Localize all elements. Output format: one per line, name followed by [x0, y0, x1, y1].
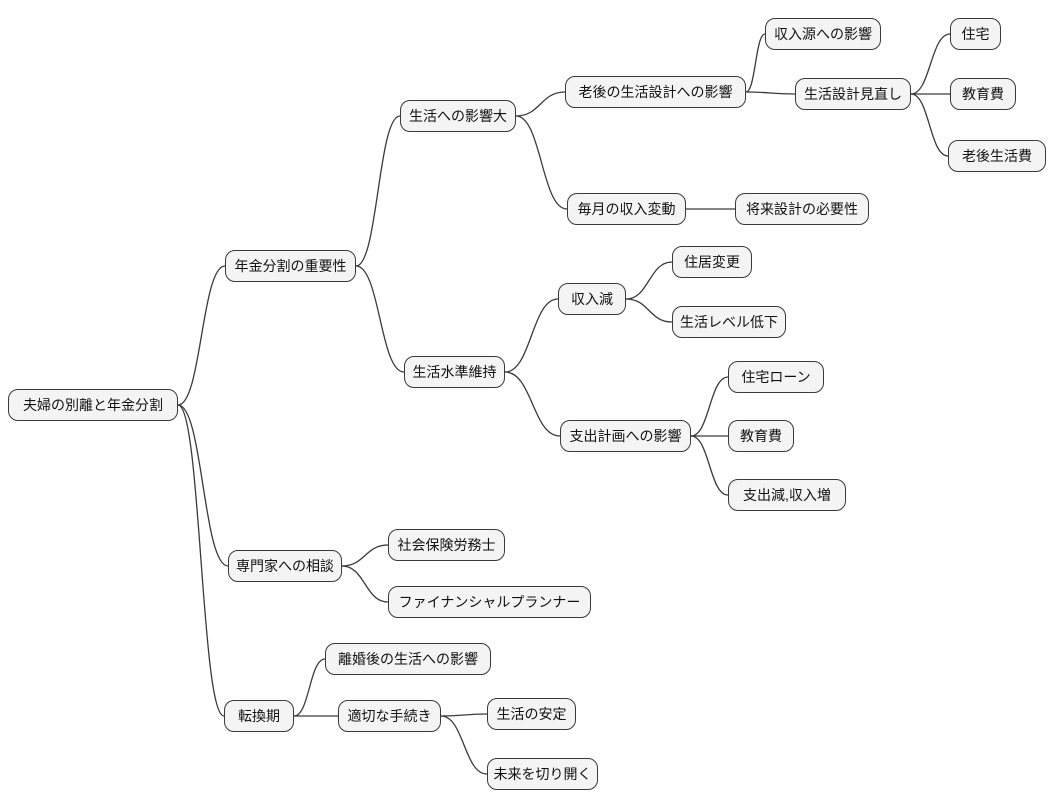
node-housing: 住宅	[950, 18, 1001, 50]
node-proper-procedure: 適切な手続き	[338, 700, 441, 732]
edge-turning-point--post-divorce-impact	[293, 658, 326, 717]
node-spending-plan-impact: 支出計画への影響	[560, 420, 691, 452]
node-stable-life: 生活の安定	[487, 698, 576, 730]
node-expert-consult: 専門家への相談	[228, 550, 342, 582]
node-life-impact: 生活への影響大	[400, 100, 516, 132]
edge-root--pension-importance	[177, 265, 226, 406]
edge-spending-plan-impact--spending-down-income-up	[690, 435, 729, 496]
node-housing-loan: 住宅ローン	[728, 361, 824, 393]
node-post-divorce-impact: 離婚後の生活への影響	[325, 643, 491, 675]
node-education-cost-2: 教育費	[728, 420, 794, 452]
edge-living-standard--income-decrease	[504, 298, 559, 373]
node-monthly-income-change: 毎月の収入変動	[567, 193, 686, 225]
node-pension-importance: 年金分割の重要性	[225, 250, 356, 282]
node-labor-consultant: 社会保険労務士	[388, 529, 505, 561]
node-future-plan-necessity: 将来設計の必要性	[735, 193, 869, 225]
edge-expert-consult--labor-consultant	[341, 544, 389, 567]
edge-spending-plan-impact--housing-loan	[690, 376, 729, 437]
edge-expert-consult--financial-planner	[341, 565, 389, 603]
node-open-future: 未来を切り開く	[487, 758, 598, 790]
node-income-source-impact: 収入源への影響	[765, 18, 881, 50]
edge-income-decrease--housing-change	[625, 261, 673, 300]
node-retirement-living-cost: 老後生活費	[948, 140, 1046, 172]
node-life-plan-review: 生活設計見直し	[795, 78, 911, 110]
edge-root--expert-consult	[177, 404, 229, 567]
node-retirement-plan-impact: 老後の生活設計への影響	[565, 76, 746, 108]
edge-retirement-plan-impact--income-source-impact	[745, 33, 766, 93]
edge-life-plan-review--retirement-living-cost	[910, 93, 949, 157]
edge-life-impact--monthly-income-change	[515, 115, 568, 210]
edge-income-decrease--living-level-drop	[625, 298, 673, 323]
edge-pension-importance--living-standard	[355, 265, 405, 373]
edge-root--turning-point	[177, 404, 225, 717]
node-housing-change: 住居変更	[672, 246, 752, 278]
edge-proper-procedure--stable-life	[440, 713, 488, 717]
edge-living-standard--spending-plan-impact	[504, 371, 561, 437]
edge-retirement-plan-impact--life-plan-review	[745, 91, 796, 95]
edge-life-impact--retirement-plan-impact	[515, 91, 566, 117]
edge-pension-importance--life-impact	[355, 115, 401, 267]
node-financial-planner: ファイナンシャルプランナー	[388, 586, 591, 618]
node-living-level-drop: 生活レベル低下	[672, 306, 786, 338]
edge-life-plan-review--housing	[910, 33, 951, 95]
node-turning-point: 転換期	[224, 700, 294, 732]
node-root: 夫婦の別離と年金分割	[8, 389, 178, 421]
node-education-cost-1: 教育費	[950, 78, 1016, 110]
node-income-decrease: 収入減	[558, 283, 626, 315]
edge-proper-procedure--open-future	[440, 715, 488, 775]
node-spending-down-income-up: 支出減,収入増	[728, 479, 846, 511]
node-living-standard: 生活水準維持	[404, 356, 505, 388]
